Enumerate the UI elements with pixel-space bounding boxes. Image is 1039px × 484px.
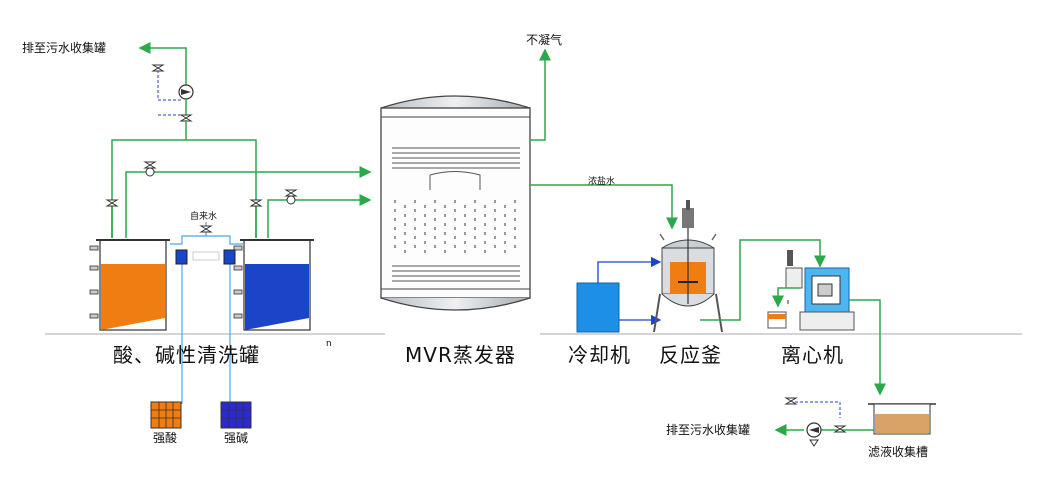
evaporator-label: MVR蒸发器 [405, 343, 516, 367]
strong-base-tote [220, 401, 252, 429]
centrifuge-label: 离心机 [781, 343, 844, 367]
acid-tank [89, 239, 170, 331]
strong-base-label: 强碱 [224, 431, 249, 445]
reactor-vessel [653, 200, 723, 333]
base-tank [233, 239, 314, 331]
reactor-label: 反应釜 [659, 343, 722, 367]
tap-water-piping [170, 222, 244, 404]
strong-acid-label: 强酸 [153, 431, 178, 445]
tap-water-label: 自来水 [190, 212, 218, 222]
centrifuge-to-filtrate-pipe [849, 299, 886, 396]
concentrate-label: 浓盐水 [588, 177, 616, 187]
discharge-to-centrifuge-hopper [772, 287, 800, 308]
filtrate-tank [868, 403, 936, 435]
centrifuge-unit [767, 250, 855, 331]
discharge-pump-top [138, 42, 194, 122]
tank-valves [105, 161, 298, 207]
chiller-unit [576, 282, 620, 333]
vent-pipe [530, 48, 551, 141]
discharge-label-bottom: 排至污水收集罐 [666, 423, 751, 437]
non-condensable-gas-label: 不凝气 [526, 33, 563, 47]
discharge-pump-bottom [774, 397, 874, 447]
discharge-label-top: 排至污水收集罐 [22, 41, 107, 55]
tank-group-label: 酸、碱性清洗罐 [113, 343, 260, 367]
strong-acid-tote [150, 401, 182, 429]
slurry-pipe [700, 239, 826, 321]
cooling-loop [597, 256, 662, 326]
small-mark: n [326, 339, 332, 349]
concentrate-pipe [530, 184, 678, 230]
dosing-pumps [175, 225, 236, 265]
mvr-evaporator [380, 95, 531, 311]
filtrate-tank-label: 滤液收集槽 [868, 445, 929, 459]
piping-tanks-to-evaporator [111, 120, 372, 238]
chiller-label: 冷却机 [568, 343, 631, 367]
